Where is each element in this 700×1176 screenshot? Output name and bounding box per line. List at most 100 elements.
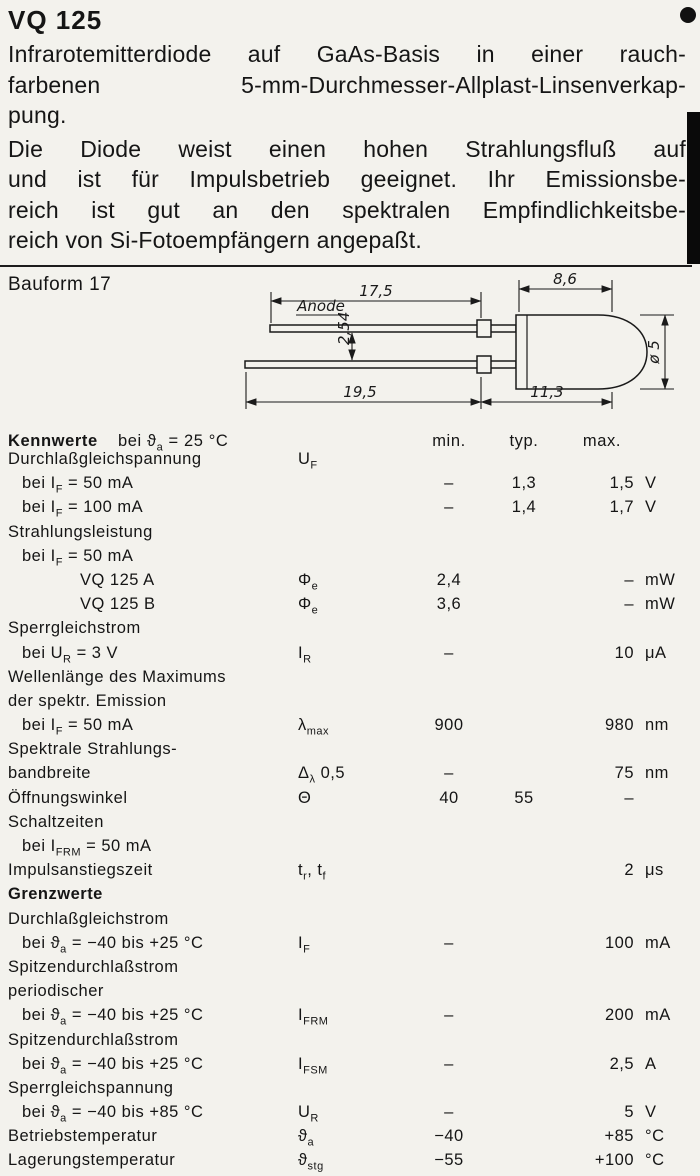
table-row: Durchlaßgleichstrom (0, 910, 700, 934)
column-header-typ: typ. (509, 432, 539, 450)
row-symbol: IFSM (298, 1054, 328, 1076)
row-symbol: Φe (298, 595, 319, 617)
row-symbol: IFRM (298, 1006, 329, 1028)
cell-unit: mW (645, 570, 676, 589)
lead-tab (476, 355, 492, 374)
cell-max: 1,7 (609, 498, 634, 517)
intro-line: Die Diode weist einen hohen Strahlungsfl… (8, 135, 686, 162)
intro-text: Infrarotemitterdiode auf GaAs-Basis in e… (8, 39, 686, 256)
cell-max: +100 (594, 1151, 634, 1170)
table-row: Öffnungswinkel Θ 40 55 – (0, 789, 700, 813)
cell-max: 980 (604, 716, 634, 735)
scan-bar-artifact (687, 112, 700, 264)
cell-typ: 1,4 (511, 498, 537, 517)
table-row: Durchlaßgleichspannung UF (0, 450, 700, 474)
intro-line: reich von Si-Fotoempfängern angepaßt. (8, 227, 422, 253)
cell-max: – (624, 595, 634, 614)
row-label: VQ 125 A (80, 570, 155, 589)
cell-max: 75 (614, 764, 634, 783)
row-label: bei UR = 3 V (22, 643, 119, 665)
row-label: bei IF = 50 mA (22, 716, 134, 738)
diode-package-shape (244, 314, 648, 390)
cell-max: 100 (604, 933, 634, 952)
row-label: Wellenlänge des Maximums (8, 667, 227, 686)
table-row: bei IF = 50 mA (0, 547, 700, 571)
cathode-lead (244, 360, 517, 369)
row-label: Lagerungstemperatur (8, 1151, 176, 1170)
table-row: Lagerungstemperatur ϑstg −55 +100 °C (0, 1151, 700, 1175)
intro-line: pung. (8, 102, 67, 128)
row-symbol: ϑa (298, 1127, 315, 1149)
row-label: Impulsanstiegszeit (8, 861, 153, 880)
cell-min: −55 (434, 1151, 464, 1170)
row-symbol: IF (298, 933, 311, 956)
column-header-min: min. (432, 432, 466, 450)
cell-min: – (444, 474, 454, 493)
cell-max: 200 (604, 1006, 634, 1025)
row-label: bei IF = 100 mA (22, 498, 144, 520)
cell-unit: nm (645, 764, 669, 783)
row-label: der spektr. Emission (8, 691, 167, 710)
cell-max: 5 (624, 1103, 634, 1122)
bauform-label: Bauform 17 (8, 274, 112, 295)
cell-max: – (624, 788, 634, 807)
row-symbol: ϑstg (298, 1151, 324, 1173)
section-title-kennwerte: Kennwerte (8, 432, 98, 450)
row-symbol: Δλ 0,5 (298, 764, 346, 786)
test-condition: bei ϑa = 25 °C (118, 432, 229, 454)
table-row: Strahlungsleistung (0, 523, 700, 547)
row-label: Sperrgleichspannung (8, 1078, 174, 1097)
dim-pitch-label: 2,54 (335, 312, 353, 345)
row-label: bei IF = 50 mA (22, 546, 134, 569)
table-row: bei ϑa = −40 bis +25 °C IF – 100 mA (0, 934, 700, 958)
table-row: Spitzendurchlaßstrom (0, 958, 700, 982)
cell-unit: mA (645, 1006, 671, 1025)
cell-min: – (444, 1103, 454, 1122)
cell-min: 2,4 (436, 570, 462, 589)
cell-unit: A (645, 1054, 657, 1073)
row-label: Sperrgleichstrom (8, 619, 141, 638)
table-row: bei IF = 50 mA λmax 900 980 nm (0, 716, 700, 740)
cell-unit: μs (645, 861, 664, 880)
row-label: Öffnungswinkel (8, 788, 128, 807)
dim-lead-bottom-label: 19,5 (343, 383, 376, 401)
cell-unit: μA (645, 643, 667, 662)
row-label: bandbreite (8, 764, 91, 783)
table-row: bei ϑa = −40 bis +25 °C IFRM – 200 mA (0, 1006, 700, 1030)
cell-min: 900 (434, 716, 464, 735)
cell-unit: V (645, 474, 657, 493)
table-row: bei IFRM = 50 mA (0, 837, 700, 861)
dimension-lines (245, 280, 674, 409)
dim-lead-top-label: 17,5 (359, 282, 392, 300)
intro-line: Infrarotemitterdiode auf GaAs-Basis in e… (8, 41, 686, 67)
section-divider (0, 265, 692, 267)
cell-min: – (444, 643, 454, 662)
intro-line: farbenen 5-mm-Durchmesser-Allplast-Linse… (8, 71, 686, 98)
table-row: Sperrgleichstrom (0, 619, 700, 643)
table-row: bei ϑa = −40 bis +25 °C IFSM – 2,5 A (0, 1055, 700, 1079)
dim-body-bottom-label: 11,3 (530, 383, 563, 401)
row-label: bei ϑa = −40 bis +85 °C (22, 1103, 204, 1125)
row-label: bei ϑa = −40 bis +25 °C (22, 1006, 204, 1028)
row-label: bei IFRM = 50 mA (22, 837, 152, 859)
table-row: Spitzendurchlaßstrom (0, 1031, 700, 1055)
spec-table: Durchlaßgleichspannung UF bei IF = 50 mA… (0, 450, 700, 1176)
cell-unit: °C (645, 1127, 665, 1146)
row-label: Betriebstemperatur (8, 1127, 158, 1146)
row-symbol: tr, tf (298, 861, 327, 883)
row-symbol: UR (298, 1103, 319, 1125)
cell-max: 2,5 (609, 1054, 634, 1073)
cell-min: 40 (439, 788, 459, 807)
row-label: Durchlaßgleichspannung (8, 450, 202, 468)
row-label: periodischer (8, 982, 104, 1001)
cell-min: – (444, 1054, 454, 1073)
table-header: Kennwerte bei ϑa = 25 °C min. typ. max. (0, 432, 700, 456)
anode-label: Anode (296, 297, 345, 315)
cell-unit: mW (645, 595, 676, 614)
row-label: Durchlaßgleichstrom (8, 909, 169, 928)
table-row: bei IF = 100 mA – 1,4 1,7 V (0, 498, 700, 522)
page-title: VQ 125 (8, 5, 103, 35)
table-row: Wellenlänge des Maximums (0, 668, 700, 692)
row-symbol: Φe (298, 570, 319, 593)
row-label: VQ 125 B (80, 595, 156, 614)
